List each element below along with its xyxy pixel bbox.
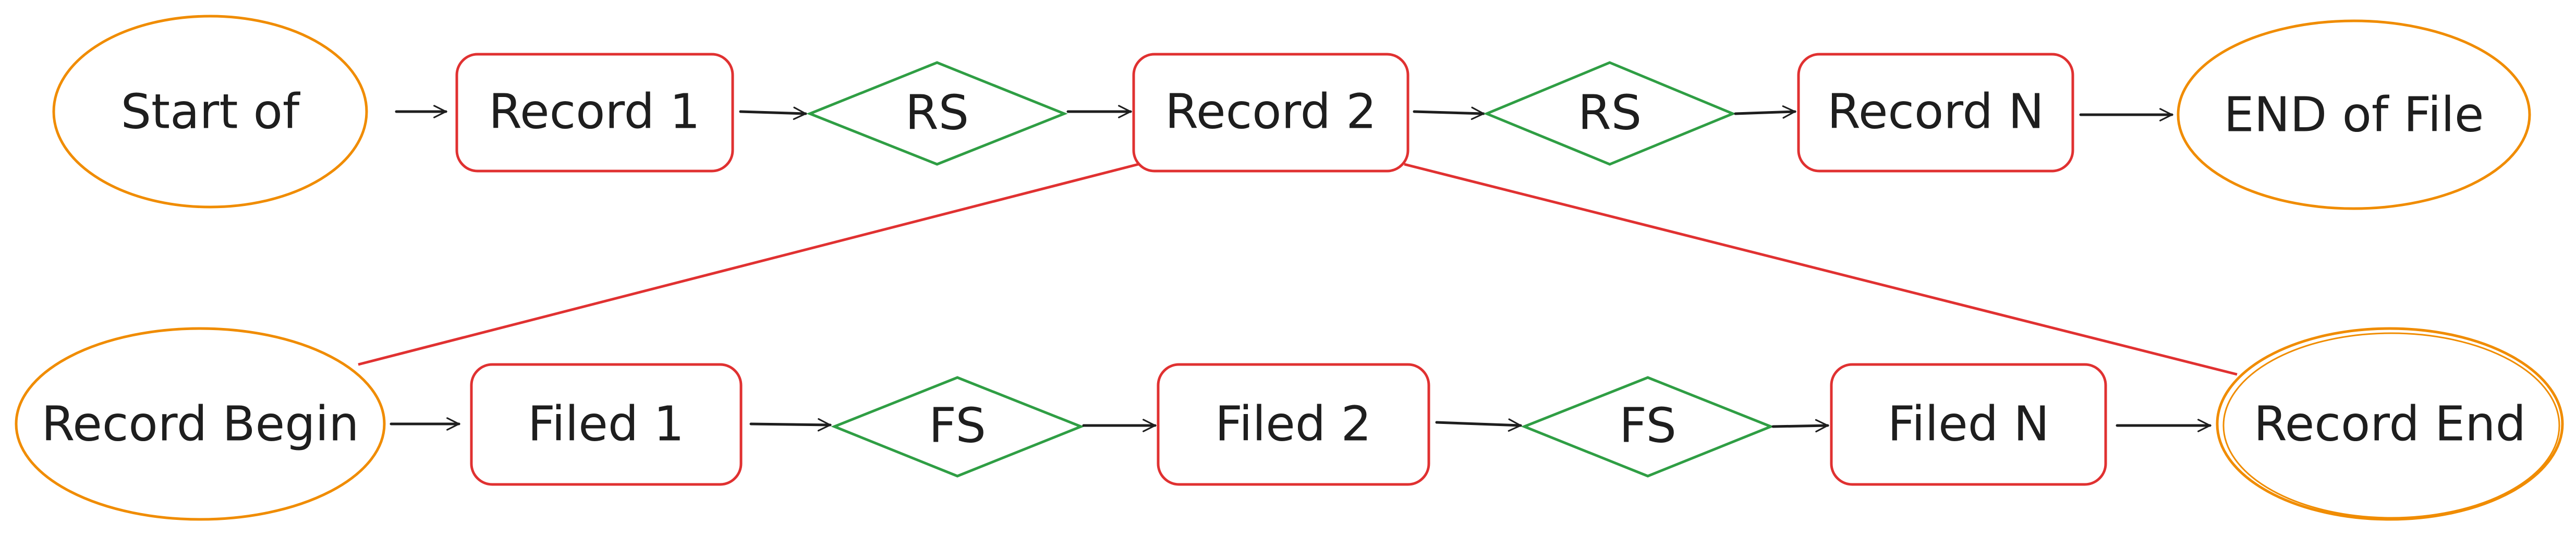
- arrow: [1771, 425, 1828, 427]
- node-field-n: Filed N: [1830, 363, 2107, 486]
- node-label: Filed 1: [528, 396, 684, 452]
- node-field-1: Filed 1: [470, 363, 743, 486]
- node-label: Record End: [2254, 396, 2526, 452]
- arrow: [1435, 422, 1521, 425]
- node-label: Record 1: [489, 84, 700, 140]
- node-label: Record N: [1827, 84, 2044, 140]
- node-label: Filed N: [1888, 396, 2049, 452]
- node-rs-1: RS: [806, 61, 1068, 166]
- node-fs-1: FS: [831, 376, 1085, 478]
- node-record-end: Record End: [2216, 327, 2564, 521]
- arrow: [1413, 112, 1484, 114]
- node-rs-2: RS: [1483, 61, 1736, 166]
- node-label: FS: [929, 398, 986, 454]
- node-record-1: Record 1: [455, 53, 734, 173]
- node-label: Record 2: [1165, 84, 1377, 140]
- node-field-2: Filed 2: [1157, 363, 1430, 486]
- node-label: END of File: [2224, 87, 2484, 143]
- arrow: [749, 424, 830, 425]
- expand-link-begin: [358, 163, 1139, 366]
- node-record-2: Record 2: [1132, 53, 1409, 173]
- node-label: Filed 2: [1215, 396, 1371, 452]
- node-label: RS: [1578, 85, 1642, 141]
- node-label: FS: [1619, 398, 1676, 454]
- arrow: [1734, 112, 1795, 114]
- node-end-of-file: END of File: [2177, 19, 2531, 210]
- node-label: RS: [905, 85, 969, 141]
- expand-link-end: [1404, 163, 2238, 376]
- node-label: Record Begin: [41, 396, 359, 452]
- arrow: [739, 112, 806, 114]
- node-label: Start of: [121, 84, 301, 140]
- node-record-n: Record N: [1797, 53, 2074, 173]
- node-record-begin: Record Begin: [15, 327, 386, 521]
- node-start-of-file: Start of: [52, 15, 368, 209]
- node-fs-2: FS: [1521, 376, 1775, 478]
